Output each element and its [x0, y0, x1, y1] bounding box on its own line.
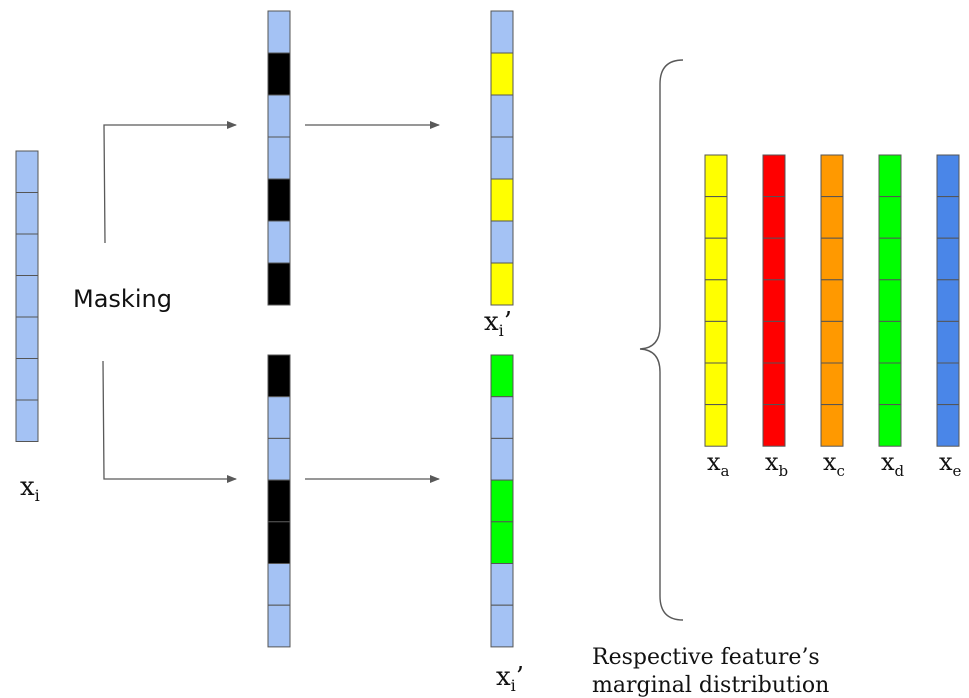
feature-column-e — [936, 154, 960, 447]
output-bottom-cell-4 — [490, 479, 514, 523]
feature-e-cell-4 — [936, 279, 960, 322]
mask-bottom-cell-7 — [267, 604, 291, 648]
feature-a-cell-2 — [704, 196, 728, 239]
input-cell-7 — [15, 399, 39, 442]
feature-column-b — [762, 154, 786, 447]
output-bottom-cell-6 — [490, 563, 514, 606]
masked-vector-top — [267, 10, 291, 306]
feature-a-cell-3 — [704, 237, 728, 281]
input-label: xi — [20, 472, 40, 505]
feature-b-cell-4 — [762, 279, 786, 322]
output-bottom-cell-1 — [490, 354, 514, 398]
feature-label-e: xe — [939, 448, 962, 480]
mask-bottom-cell-3 — [267, 437, 291, 481]
feature-labels: xa xb xc xd xe — [707, 448, 962, 480]
branch-bottom-connector — [102, 360, 237, 483]
feature-label-d: xd — [881, 448, 905, 480]
output-top-cell-3 — [490, 94, 514, 138]
feature-label-c: xc — [823, 448, 845, 480]
feature-b-cell-2 — [762, 196, 786, 239]
feature-e-cell-2 — [936, 196, 960, 239]
marginal-caption-line1: Respective feature’s — [592, 645, 820, 670]
output-bottom-cell-2 — [490, 396, 514, 439]
input-cell-4 — [15, 275, 39, 318]
feature-c-cell-1 — [820, 154, 844, 198]
output-top-label: xi’ — [484, 307, 512, 340]
output-bottom-label: xi’ — [496, 662, 524, 695]
feature-c-cell-7 — [820, 404, 844, 447]
feature-e-cell-5 — [936, 320, 960, 364]
feature-columns — [704, 154, 960, 447]
feature-c-cell-3 — [820, 237, 844, 281]
output-top-cell-6 — [490, 220, 514, 264]
feature-c-cell-2 — [820, 196, 844, 239]
output-bottom-cell-3 — [490, 437, 514, 481]
mask-bottom-cell-2 — [267, 396, 291, 439]
mask-top-cell-6 — [267, 220, 291, 264]
feature-d-cell-2 — [878, 196, 902, 239]
feature-e-cell-3 — [936, 237, 960, 281]
feature-a-cell-6 — [704, 362, 728, 406]
input-cell-6 — [15, 358, 39, 401]
feature-d-cell-4 — [878, 279, 902, 322]
marginal-caption-line2: marginal distribution — [592, 673, 829, 698]
feature-b-cell-3 — [762, 237, 786, 281]
feature-e-cell-6 — [936, 362, 960, 406]
curly-brace — [639, 59, 684, 621]
feature-d-cell-5 — [878, 320, 902, 364]
output-top-cell-2 — [490, 52, 514, 96]
feature-column-d — [878, 154, 902, 447]
feature-label-a: xa — [707, 448, 730, 480]
feature-column-c — [820, 154, 844, 447]
mask-top-cell-7 — [267, 262, 291, 306]
connector-lines — [102, 121, 440, 483]
output-top-cell-7 — [490, 262, 514, 306]
feature-a-cell-5 — [704, 320, 728, 364]
masking-label: Masking — [73, 285, 172, 313]
input-cell-3 — [15, 233, 39, 276]
input-cell-2 — [15, 192, 39, 235]
feature-a-cell-1 — [704, 154, 728, 198]
feature-c-cell-4 — [820, 279, 844, 322]
feature-d-cell-7 — [878, 404, 902, 447]
mask-bottom-cell-6 — [267, 563, 291, 606]
feature-column-a — [704, 154, 728, 447]
output-top-cell-4 — [490, 136, 514, 180]
feature-a-cell-7 — [704, 404, 728, 447]
feature-c-cell-5 — [820, 320, 844, 364]
output-top-cell-1 — [490, 10, 514, 54]
feature-b-cell-1 — [762, 154, 786, 198]
mask-bottom-cell-4 — [267, 479, 291, 523]
branch-top-connector — [103, 121, 237, 244]
output-bottom-cell-7 — [490, 604, 514, 648]
feature-b-cell-6 — [762, 362, 786, 406]
masked-vector-bottom — [267, 354, 291, 648]
feature-e-cell-7 — [936, 404, 960, 447]
output-vector-bottom — [490, 354, 514, 648]
mask-top-cell-4 — [267, 136, 291, 180]
mask-top-cell-2 — [267, 52, 291, 96]
feature-e-cell-1 — [936, 154, 960, 198]
feature-d-cell-1 — [878, 154, 902, 198]
feature-b-cell-5 — [762, 320, 786, 364]
feature-d-cell-3 — [878, 237, 902, 281]
mask-top-cell-3 — [267, 94, 291, 138]
mask-top-cell-1 — [267, 10, 291, 54]
output-vector-top — [490, 10, 514, 306]
output-top-cell-5 — [490, 178, 514, 222]
feature-d-cell-6 — [878, 362, 902, 406]
feature-label-b: xb — [765, 448, 788, 480]
feature-c-cell-6 — [820, 362, 844, 406]
input-cell-5 — [15, 316, 39, 359]
mask-bottom-cell-1 — [267, 354, 291, 398]
output-bottom-cell-5 — [490, 521, 514, 564]
input-cell-1 — [15, 150, 39, 193]
mask-top-cell-5 — [267, 178, 291, 222]
mask-bottom-cell-5 — [267, 521, 291, 564]
input-vector — [15, 150, 39, 442]
feature-b-cell-7 — [762, 404, 786, 447]
feature-a-cell-4 — [704, 279, 728, 322]
